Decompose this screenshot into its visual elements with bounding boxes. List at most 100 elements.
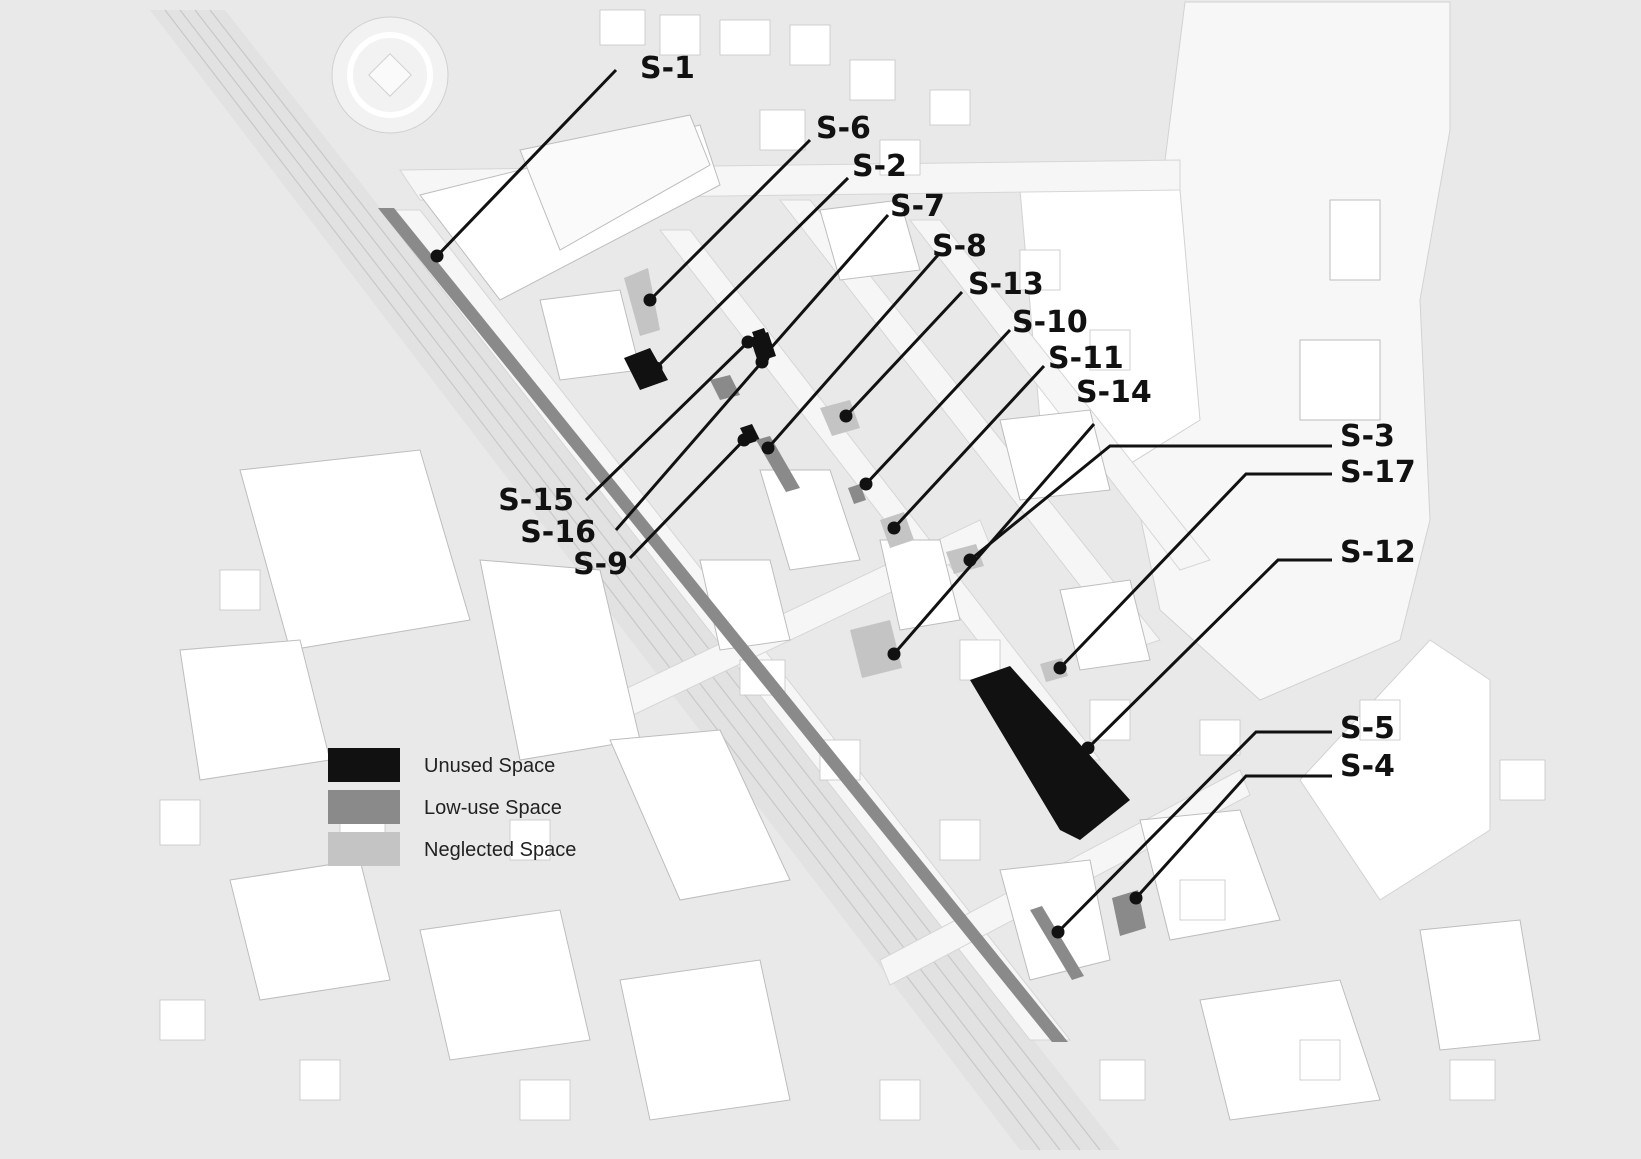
grain-14 (299, 1059, 341, 1101)
grain-13 (159, 999, 206, 1041)
leader-line-s9 (628, 438, 746, 560)
site-label-s14[interactable]: S-14 (1076, 375, 1152, 410)
grain-15 (519, 1079, 571, 1121)
site-label-s16[interactable]: S-16 (520, 515, 596, 550)
grain-24 (939, 819, 981, 861)
leader-line-s13 (844, 290, 964, 418)
leader-dot-s10[interactable] (859, 477, 873, 491)
leader-dot-s2[interactable] (649, 361, 663, 375)
grain-9 (219, 569, 261, 611)
leader-dot-s1[interactable] (430, 249, 444, 263)
legend-label-neglected: Neglected Space (424, 839, 576, 861)
grain-10 (159, 799, 201, 846)
site-marker-s3[interactable]: S-3 (963, 419, 1395, 567)
site-marker-s9[interactable]: S-9 (573, 433, 751, 583)
legend-label-unused: Unused Space (424, 755, 555, 777)
site-shape-s2[interactable] (624, 348, 668, 390)
leader-dot-s3[interactable] (963, 553, 977, 567)
site-marker-s2[interactable]: S-2 (649, 149, 907, 375)
building-east-small-1 (1329, 199, 1381, 281)
site-marker-s5[interactable]: S-5 (1051, 711, 1395, 939)
legend-swatch-unused (328, 748, 400, 782)
building-east-small-2 (1299, 339, 1381, 421)
leader-dot-s9[interactable] (737, 433, 751, 447)
legend-swatch-low-use (328, 790, 400, 824)
leader-line-s1 (435, 68, 618, 258)
site-shape-s9[interactable] (740, 424, 760, 444)
site-label-s3[interactable]: S-3 (1340, 419, 1395, 454)
site-label-s17[interactable]: S-17 (1340, 455, 1416, 490)
grain-22 (1199, 719, 1241, 756)
grain-12 (509, 819, 551, 861)
site-label-s15[interactable]: S-15 (498, 483, 574, 518)
site-shape-s10[interactable] (848, 484, 866, 504)
site-shape-s6[interactable] (624, 268, 660, 336)
grain-21 (1359, 699, 1401, 741)
site-marker-s10[interactable]: S-10 (859, 305, 1088, 491)
site-marker-s6[interactable]: S-6 (643, 111, 871, 307)
leader-line-s5 (1056, 730, 1332, 934)
site-marker-s13[interactable]: S-13 (839, 267, 1044, 423)
site-shape-s1[interactable] (378, 208, 1068, 1042)
site-label-s11[interactable]: S-11 (1048, 341, 1124, 376)
grain-18 (1299, 1039, 1341, 1081)
site-label-s6[interactable]: S-6 (816, 111, 871, 146)
building-stadium-inner (519, 114, 711, 251)
site-shape-s14[interactable] (850, 620, 902, 678)
building-east-mid (1059, 579, 1151, 671)
site-label-s12[interactable]: S-12 (1340, 535, 1416, 570)
road-inner-parallel-2 (778, 199, 1161, 651)
site-marker-s12[interactable]: S-12 (1081, 535, 1416, 755)
building-center-2 (759, 469, 861, 571)
grain-29 (1019, 249, 1061, 291)
site-label-s13[interactable]: S-13 (968, 267, 1044, 302)
leader-dot-s17[interactable] (1053, 661, 1067, 675)
site-leaders: S-1S-6S-2S-7S-8S-13S-10S-11S-14S-15S-16S… (430, 51, 1416, 939)
legend-swatch-neglected (328, 832, 400, 866)
leader-dot-s16[interactable] (755, 355, 769, 369)
building-se-cluster-1 (1199, 979, 1381, 1121)
leader-dot-s4[interactable] (1129, 891, 1143, 905)
leader-line-s6 (648, 138, 812, 302)
leader-dot-s15[interactable] (741, 335, 755, 349)
leader-line-s7 (761, 214, 890, 358)
site-shape-s16[interactable] (752, 328, 770, 348)
leader-dot-s14[interactable] (887, 647, 901, 661)
site-label-s2[interactable]: S-2 (852, 149, 907, 184)
site-marker-s1[interactable]: S-1 (430, 51, 695, 263)
site-marker-s8[interactable]: S-8 (761, 229, 987, 455)
site-label-s10[interactable]: S-10 (1012, 305, 1088, 340)
leader-dot-s8[interactable] (761, 441, 775, 455)
grain-17 (1099, 1059, 1146, 1101)
leader-line-s17 (1058, 472, 1332, 670)
site-marker-s15[interactable]: S-15 (498, 335, 755, 519)
grain-6 (929, 89, 971, 126)
site-label-s7[interactable]: S-7 (890, 189, 945, 224)
site-label-s4[interactable]: S-4 (1340, 749, 1395, 784)
grain-23 (1179, 879, 1226, 921)
building-sw-cluster-1 (229, 859, 391, 1001)
building-southwest-block (609, 729, 791, 901)
site-label-s8[interactable]: S-8 (932, 229, 987, 264)
site-shape-s12[interactable] (970, 666, 1130, 840)
site-marker-s4[interactable]: S-4 (1129, 749, 1395, 905)
leader-dot-s11[interactable] (887, 521, 901, 535)
leader-line-s16 (614, 361, 764, 531)
site-marker-s16[interactable]: S-16 (520, 355, 769, 551)
leader-dot-s5[interactable] (1051, 925, 1065, 939)
site-label-s9[interactable]: S-9 (573, 547, 628, 582)
site-label-s1[interactable]: S-1 (640, 51, 695, 86)
site-label-s5[interactable]: S-5 (1340, 711, 1395, 746)
leader-dot-s13[interactable] (839, 409, 853, 423)
roundabout (331, 16, 449, 134)
building-southeast-block (1139, 809, 1281, 941)
rail-line-4 (209, 9, 1101, 1151)
site-shape-s5[interactable] (1030, 906, 1084, 980)
site-marker-s17[interactable]: S-17 (1053, 455, 1416, 675)
building-northeast-1 (999, 409, 1111, 501)
site-marker-s11[interactable]: S-11 (887, 341, 1124, 535)
leader-dot-s6[interactable] (643, 293, 657, 307)
leader-dot-s12[interactable] (1081, 741, 1095, 755)
